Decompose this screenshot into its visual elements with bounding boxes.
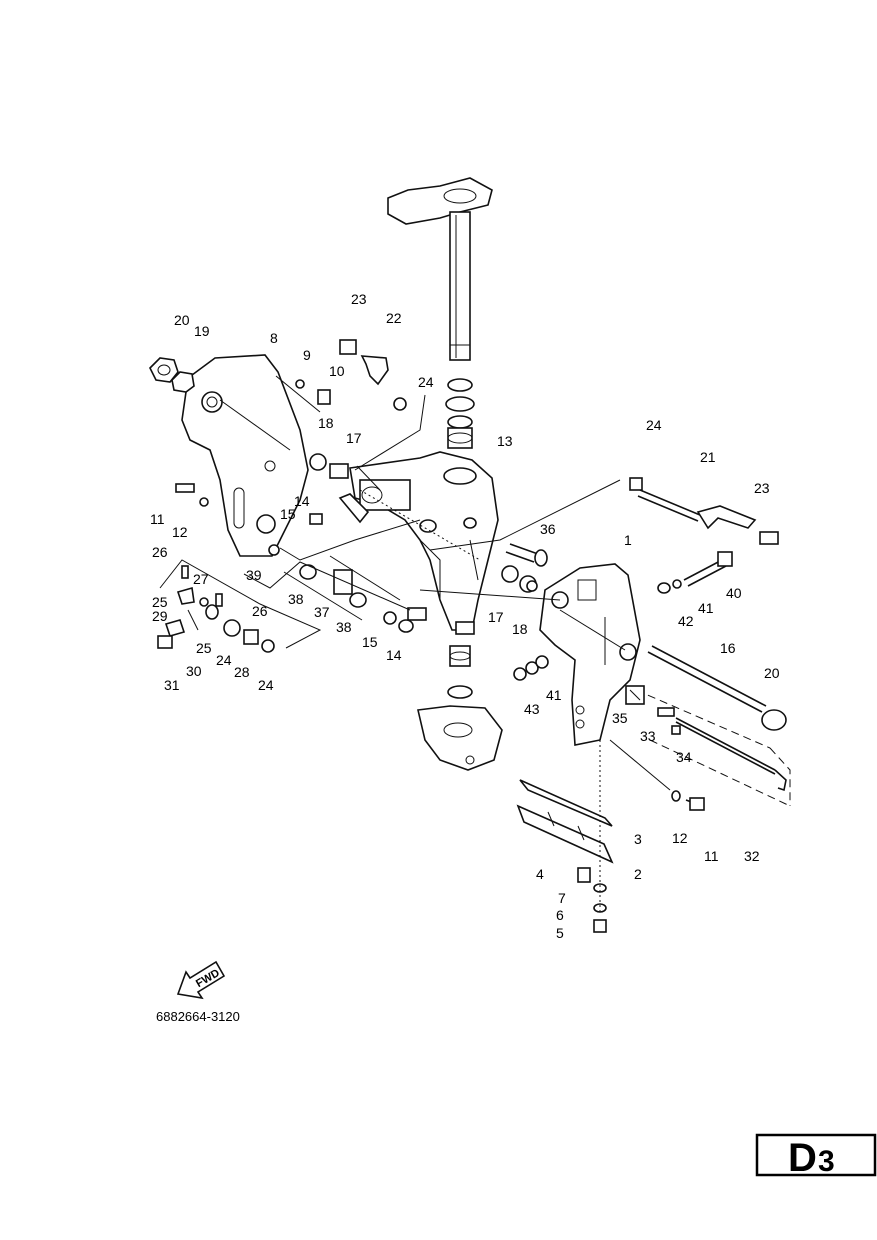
callout-2: 2 (634, 866, 642, 882)
callout-37: 37 (314, 604, 330, 620)
nuts-41-43 (513, 655, 549, 681)
callout-40: 40 (726, 585, 742, 601)
page-badge-letter: D (788, 1136, 817, 1180)
callout-15: 15 (280, 506, 296, 522)
clamp-bracket-left (181, 354, 309, 557)
callout-19: 19 (194, 323, 210, 339)
callout-20: 20 (764, 665, 780, 681)
callout-7: 7 (558, 890, 566, 906)
fasteners-4-7 (577, 740, 607, 933)
callout-13: 13 (497, 433, 513, 449)
callout-30: 30 (186, 663, 202, 679)
callout-23: 23 (754, 480, 770, 496)
callout-21: 21 (700, 449, 716, 465)
tilt-shaft-16 (647, 645, 787, 731)
callout-10: 10 (329, 363, 345, 379)
page-badge-number: 3 (818, 1145, 835, 1178)
callout-38: 38 (288, 591, 304, 607)
callout-42: 42 (678, 613, 694, 629)
callout-34: 34 (676, 749, 692, 765)
callout-17: 17 (346, 430, 362, 446)
drawing-code: 6882664-3120 (156, 1009, 240, 1024)
callout-16: 16 (720, 640, 736, 656)
bushing-35 (625, 685, 645, 705)
nut-20-left (149, 357, 179, 383)
callout-24: 24 (646, 417, 662, 433)
callout-41: 41 (698, 600, 714, 616)
callout-labels: 8910201923222413171811121415392627252629… (150, 291, 780, 941)
callout-14: 14 (294, 493, 310, 509)
fwd-arrow-icon: FWD (176, 960, 226, 1000)
small-fasteners (175, 339, 407, 556)
lower-mount (417, 645, 503, 771)
callout-6: 6 (556, 907, 564, 923)
callout-18: 18 (318, 415, 334, 431)
callout-17: 17 (488, 609, 504, 625)
callout-24: 24 (216, 652, 232, 668)
callout-25: 25 (152, 594, 168, 610)
callout-9: 9 (303, 347, 311, 363)
callout-41: 41 (546, 687, 562, 703)
nut-19 (171, 371, 195, 393)
callout-27: 27 (193, 571, 209, 587)
washers-17-18 (501, 565, 538, 593)
callout-25: 25 (196, 640, 212, 656)
callout-14: 14 (386, 647, 402, 663)
callout-38: 38 (336, 619, 352, 635)
callout-24: 24 (258, 677, 274, 693)
pin-36 (505, 543, 548, 567)
callout-36: 36 (540, 521, 556, 537)
callout-1: 1 (624, 532, 632, 548)
callout-31: 31 (164, 677, 180, 693)
callout-28: 28 (234, 664, 250, 680)
tilt-rod-33-34 (635, 689, 791, 807)
clamp-bracket-right (539, 563, 641, 746)
callout-26: 26 (252, 603, 268, 619)
callout-12: 12 (672, 830, 688, 846)
callout-35: 35 (612, 710, 628, 726)
callout-12: 12 (172, 524, 188, 540)
callout-8: 8 (270, 330, 278, 346)
bushing-37-38 (299, 564, 414, 633)
shaft-bushings (445, 378, 475, 449)
callout-11: 11 (150, 511, 165, 527)
leader-lines (159, 375, 671, 791)
callout-23: 23 (351, 291, 367, 307)
callout-26: 26 (152, 544, 168, 560)
steering-lever-21 (629, 477, 779, 545)
callout-39: 39 (246, 567, 262, 583)
callout-15: 15 (362, 634, 378, 650)
callout-11: 11 (704, 848, 719, 864)
callout-3: 3 (634, 831, 642, 847)
callout-33: 33 (640, 728, 656, 744)
callout-32: 32 (744, 848, 760, 864)
callout-5: 5 (556, 925, 564, 941)
swivel-bracket (349, 451, 499, 635)
callout-22: 22 (386, 310, 402, 326)
callout-4: 4 (536, 866, 544, 882)
page-badge: D 3 (755, 1133, 877, 1180)
callout-24: 24 (418, 374, 434, 390)
steering-shaft (387, 177, 493, 361)
bolt-11-12-right (671, 790, 705, 811)
plates-2-3 (516, 779, 614, 864)
callout-20: 20 (174, 312, 190, 328)
small-parts-left-lower (157, 565, 275, 653)
callout-18: 18 (512, 621, 528, 637)
callout-43: 43 (524, 701, 540, 717)
callout-29: 29 (152, 608, 168, 624)
bolt-40 (657, 551, 733, 594)
